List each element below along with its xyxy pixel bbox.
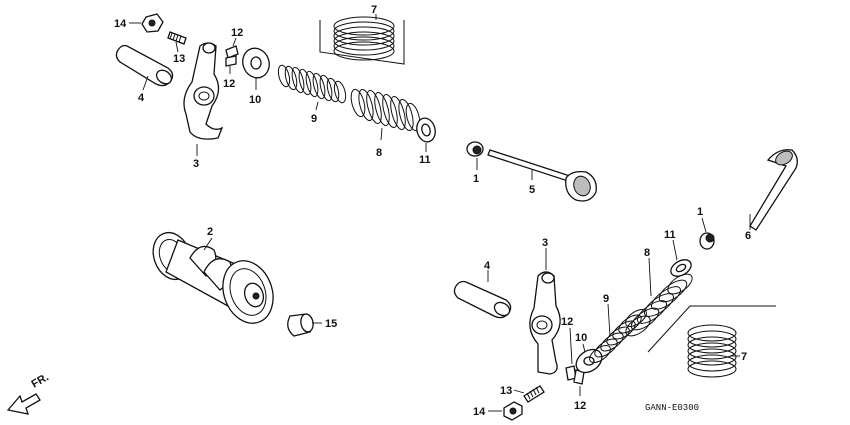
callout-13-bottom: 13 [500,385,512,397]
callout-14-top: 14 [114,18,127,30]
part-3-rocker-arm-top [183,42,224,140]
callout-3-bottom: 3 [542,237,548,249]
callout-15: 15 [325,318,337,330]
callout-13-top: 13 [173,53,185,65]
callout-12-top-a: 12 [231,27,243,39]
part-15-bush [287,313,314,337]
part-5-valve [487,149,597,202]
part-11-seal-bottom [670,259,692,277]
callout-12-top-b: 12 [223,78,235,90]
part-13-screw-top [167,31,187,45]
part-8-outer-spring-bottom [625,273,693,337]
part-11-seal-top [416,117,436,143]
part-14-nut-top [141,13,164,33]
callout-1-right: 1 [697,206,703,218]
callout-9-top: 9 [311,113,317,125]
part-1-stem-seal-right [699,232,715,250]
front-direction-label: FR. [30,371,51,390]
part-10-retainer-top [242,47,270,79]
callout-7-bottom: 7 [741,351,747,363]
callout-11-bottom: 11 [664,229,676,241]
part-3-rocker-arm-bottom [529,271,561,375]
callout-5: 5 [529,184,535,196]
callout-12-bottom-b: 12 [574,400,586,412]
front-direction-arrow: FR. [6,371,51,415]
part-4-rocker-shaft-top [115,44,174,87]
part-6-valve [749,149,798,231]
part-14-nut-bottom [503,401,523,421]
callout-8-top: 8 [376,147,382,159]
callout-4-bottom: 4 [484,260,491,272]
callout-1-top: 1 [473,173,479,185]
part-1-stem-seal-top [466,141,484,157]
part-8-outer-spring-top [350,88,421,132]
part-9-inner-spring-top [277,64,347,104]
part-7-spring-top [319,16,405,65]
part-4-rocker-shaft-bottom [453,280,512,319]
callout-6: 6 [745,230,751,242]
part-12-cotters-top [225,45,239,67]
callout-2: 2 [207,226,213,238]
callout-8-bottom: 8 [644,247,650,259]
callout-10-top: 10 [249,94,261,106]
part-13-screw-bottom [523,385,545,403]
part-2-camshaft [152,231,274,324]
callout-11-top: 11 [419,154,431,166]
callout-9-bottom: 9 [603,293,609,305]
callout-14-bottom: 14 [473,406,486,418]
callout-12-bottom-a: 12 [561,316,573,328]
callout-7-top: 7 [371,4,377,16]
callout-4-top: 4 [138,92,145,104]
part-7-spring-bottom [647,305,776,378]
diagram-code: GANN-E0300 [645,403,699,413]
callout-10-bottom: 10 [575,332,587,344]
callout-3-top: 3 [193,158,199,170]
